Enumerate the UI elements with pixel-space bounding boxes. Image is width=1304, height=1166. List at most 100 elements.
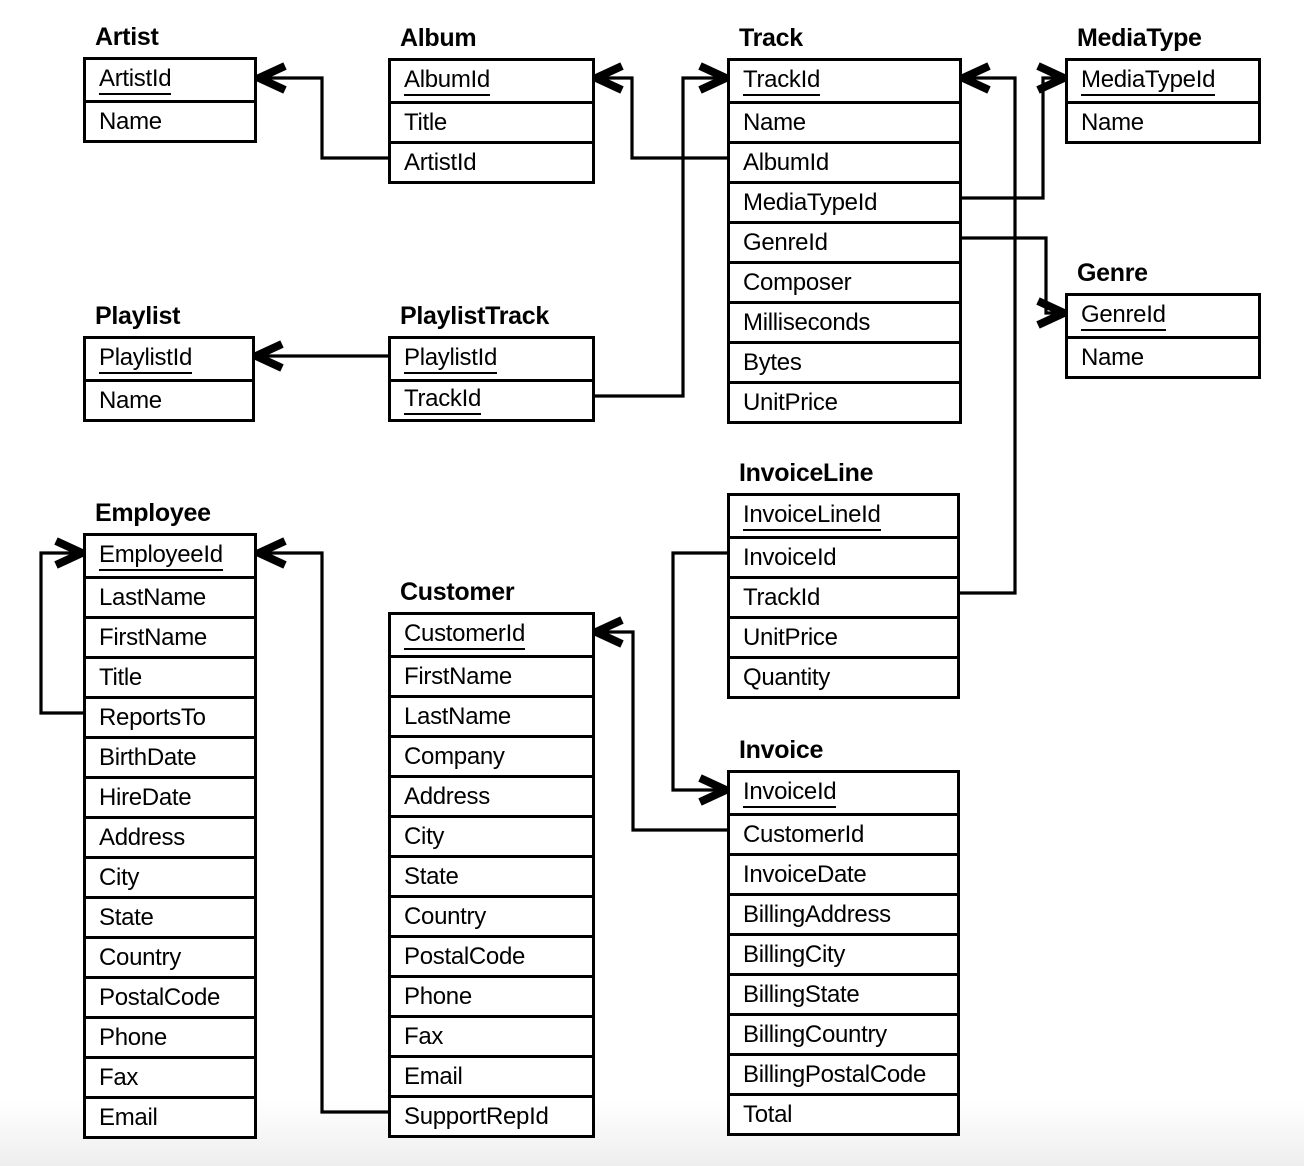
field-label: Milliseconds [743, 308, 871, 336]
arrowhead-icon [249, 62, 287, 94]
relationship-employee-reportsto-to-employee-employeeid [39, 537, 92, 715]
table-genre-title: Genre [1077, 259, 1148, 287]
field-label: TrackId [743, 583, 821, 611]
primary-key-field-label: CustomerId [404, 620, 525, 650]
employee-field-employeeid: EmployeeId [86, 536, 254, 576]
relationship-invoice-customerid-to-customer-customerid-line [601, 630, 727, 832]
employee-field-address: Address [86, 816, 254, 856]
track-field-trackid: TrackId [730, 61, 959, 101]
invoice-field-billingcountry: BillingCountry [730, 1013, 957, 1053]
invoice-field-billingcity: BillingCity [730, 933, 957, 973]
table-artist-title: Artist [95, 23, 159, 51]
field-label: Address [99, 823, 185, 851]
primary-key-field-label: MediaTypeId [1081, 66, 1215, 96]
field-label: UnitPrice [743, 388, 838, 416]
relationship-invoiceline-trackid-to-track-trackid-line [960, 76, 1017, 595]
field-label: PostalCode [99, 983, 221, 1011]
customer-field-state: State [391, 855, 592, 895]
field-label: Composer [743, 268, 852, 296]
relationship-album-artistid-to-artist-artistid [249, 62, 388, 160]
invoiceline-field-invoicelineid: InvoiceLineId [730, 496, 957, 536]
primary-key-field-label: GenreId [1081, 301, 1166, 331]
field-label: Email [404, 1062, 463, 1090]
invoice-field-billingstate: BillingState [730, 973, 957, 1013]
customer-field-postalcode: PostalCode [391, 935, 592, 975]
mediatype-field-mediatypeid: MediaTypeId [1068, 61, 1258, 101]
invoiceline-field-unitprice: UnitPrice [730, 616, 957, 656]
customer-field-firstname: FirstName [391, 655, 592, 695]
employee-field-reportsto: ReportsTo [86, 696, 254, 736]
relationship-invoiceline-invoiceid-to-invoice-invoiceid-line [671, 551, 727, 792]
field-label: Name [1081, 343, 1144, 371]
customer-field-city: City [391, 815, 592, 855]
field-label: LastName [404, 702, 511, 730]
relationship-track-mediatypeid-to-mediatype-mediatypeid [962, 62, 1074, 200]
field-label: LastName [99, 583, 206, 611]
invoice-field-invoiceid: InvoiceId [730, 773, 957, 813]
field-label: Country [404, 902, 486, 930]
arrowhead-icon [586, 616, 624, 648]
field-label: Name [1081, 108, 1144, 136]
field-label: SupportRepId [404, 1102, 549, 1130]
employee-field-email: Email [86, 1096, 254, 1136]
arrowhead-icon [953, 62, 991, 94]
relationship-playlisttrack-playlistid-to-playlist-playlistid [246, 340, 388, 372]
genre-field-genreid: GenreId [1068, 296, 1258, 336]
employee-field-birthdate: BirthDate [86, 736, 254, 776]
invoice-field-billingaddress: BillingAddress [730, 893, 957, 933]
artist-field-artistid: ArtistId [86, 60, 254, 100]
arrowhead-icon [698, 774, 736, 806]
customer-field-address: Address [391, 775, 592, 815]
invoiceline-field-trackid: TrackId [730, 576, 957, 616]
employee-field-title: Title [86, 656, 254, 696]
arrowhead-icon [246, 340, 284, 372]
employee-field-hiredate: HireDate [86, 776, 254, 816]
field-label: BillingState [743, 980, 860, 1008]
field-label: Fax [99, 1063, 139, 1091]
table-customer-title: Customer [400, 578, 515, 606]
field-label: MediaTypeId [743, 188, 878, 216]
employee-field-firstname: FirstName [86, 616, 254, 656]
arrowhead-icon [54, 537, 92, 569]
relationship-playlisttrack-trackid-to-track-trackid [595, 62, 736, 398]
primary-key-field-label: EmployeeId [99, 541, 223, 571]
employee-field-state: State [86, 896, 254, 936]
field-label: Phone [99, 1023, 167, 1051]
track-field-composer: Composer [730, 261, 959, 301]
track-field-milliseconds: Milliseconds [730, 301, 959, 341]
field-label: Address [404, 782, 490, 810]
primary-key-field-label: InvoiceLineId [743, 501, 881, 531]
album-field-artistid: ArtistId [391, 141, 592, 181]
track-field-albumid: AlbumId [730, 141, 959, 181]
playlist-field-name: Name [86, 379, 252, 419]
field-label: Name [743, 108, 806, 136]
playlisttrack-field-trackid: TrackId [391, 379, 592, 419]
relationship-track-genreid-to-genre-genreid [962, 236, 1074, 329]
relationship-invoice-customerid-to-customer-customerid [586, 616, 727, 832]
employee-field-country: Country [86, 936, 254, 976]
field-label: Bytes [743, 348, 802, 376]
primary-key-field-label: PlaylistId [99, 344, 192, 374]
field-label: InvoiceId [743, 543, 837, 571]
table-mediatype-title: MediaType [1077, 24, 1202, 52]
field-label: Email [99, 1103, 158, 1131]
relationship-track-albumid-to-album-albumid-line [601, 76, 727, 160]
field-label: City [99, 863, 140, 891]
field-label: Name [99, 107, 162, 135]
album-field-albumid: AlbumId [391, 61, 592, 101]
arrowhead-icon [1036, 62, 1074, 94]
arrowhead-icon [698, 62, 736, 94]
field-label: PostalCode [404, 942, 526, 970]
relationship-employee-reportsto-to-employee-employeeid-line [39, 551, 83, 715]
field-label: Phone [404, 982, 472, 1010]
playlist-field-playlistid: PlaylistId [86, 339, 252, 379]
primary-key-field-label: InvoiceId [743, 778, 837, 808]
customer-field-lastname: LastName [391, 695, 592, 735]
field-label: HireDate [99, 783, 192, 811]
